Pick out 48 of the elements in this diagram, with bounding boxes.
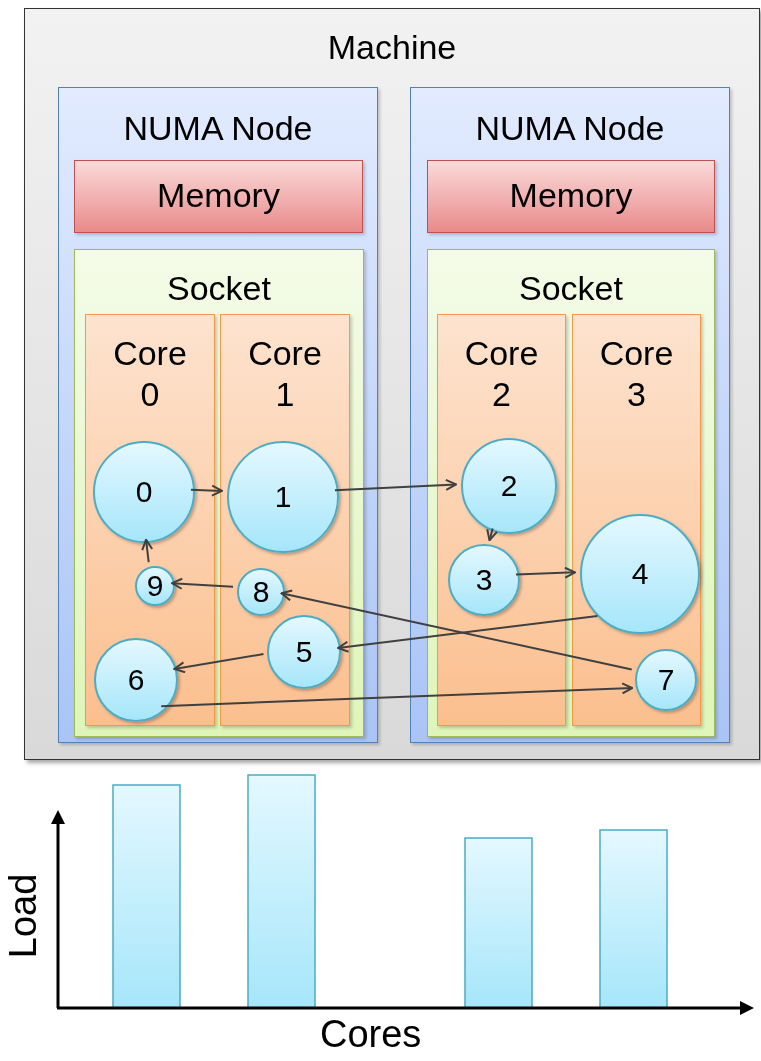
task-number: 1 <box>274 479 292 515</box>
arrow <box>189 484 224 497</box>
socket-box <box>74 249 364 737</box>
task-number: 2 <box>500 468 518 504</box>
memory-label: Memory <box>509 175 633 216</box>
numa-node-box <box>410 87 730 743</box>
task-circle <box>267 615 341 689</box>
numa-node-box <box>58 87 378 743</box>
arrow <box>280 589 633 671</box>
arrow <box>486 527 498 542</box>
task-number: 6 <box>127 662 145 698</box>
machine-box <box>24 8 760 760</box>
arrow <box>514 566 577 579</box>
core-label: Core 0 <box>112 333 188 415</box>
task-number: 9 <box>146 568 164 604</box>
arrow <box>173 653 265 674</box>
task-circle <box>635 649 697 711</box>
task-circle <box>135 566 175 606</box>
socket-box <box>427 249 715 737</box>
machine-label: Machine <box>327 27 457 68</box>
memory-box <box>74 160 363 233</box>
task-number: 5 <box>295 634 313 670</box>
task-number: 8 <box>252 574 270 610</box>
socket-label: Socket <box>519 268 623 309</box>
memory-label: Memory <box>157 175 280 216</box>
core-box <box>220 314 350 726</box>
core-box <box>437 314 566 726</box>
task-number: 4 <box>631 556 649 592</box>
arrow <box>337 614 599 653</box>
y-axis-label: Load <box>3 873 46 959</box>
task-number: 7 <box>657 662 675 698</box>
task-number: 3 <box>475 562 493 598</box>
arrow <box>141 538 154 564</box>
numa-node-label: NUMA Node <box>475 108 665 149</box>
arrow <box>160 682 634 708</box>
task-circle <box>237 568 285 616</box>
core-label: Core 3 <box>598 333 675 415</box>
core-label: Core 2 <box>463 333 540 415</box>
arrow <box>170 577 235 590</box>
numa-node-label: NUMA Node <box>123 108 313 149</box>
core-box <box>85 314 215 726</box>
core-label: Core 1 <box>247 333 323 415</box>
memory-box <box>427 160 715 233</box>
task-number: 0 <box>135 474 153 510</box>
arrow <box>333 478 458 492</box>
x-axis-label: Cores <box>320 1014 422 1056</box>
core-box <box>572 314 701 726</box>
socket-label: Socket <box>167 268 271 309</box>
